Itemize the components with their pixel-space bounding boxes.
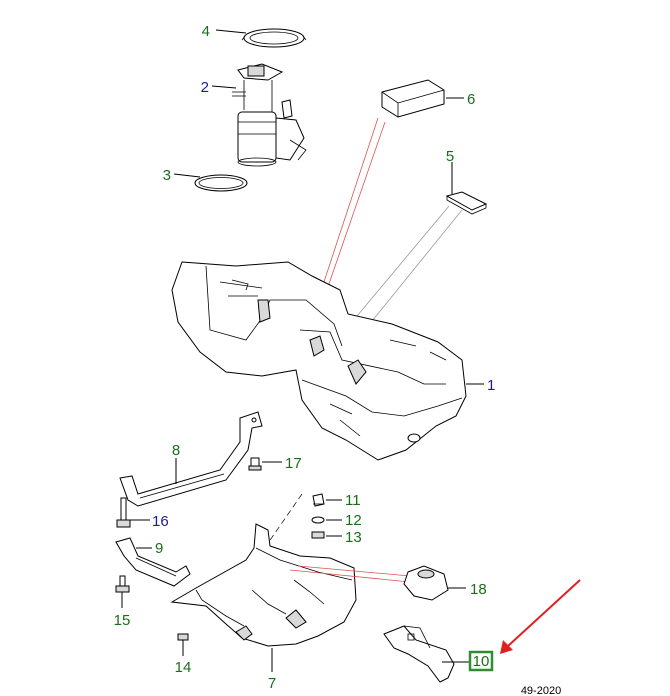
- callout-14: 14: [175, 659, 192, 676]
- part-17-bolt: [248, 457, 262, 471]
- part-15-bolt: [115, 575, 130, 593]
- callout-2: 2: [201, 79, 209, 96]
- callout-1: 1: [487, 377, 495, 394]
- part-6-module: [381, 79, 445, 118]
- callout-9: 9: [155, 540, 163, 557]
- part-4-gasket: [241, 28, 307, 48]
- part-11-nut: [312, 493, 325, 507]
- part-5-pad: [445, 191, 488, 215]
- callout-11: 11: [345, 492, 361, 509]
- callout-8: 8: [172, 442, 180, 459]
- callout-5: 5: [446, 148, 454, 165]
- callout-12: 12: [345, 512, 362, 529]
- part-16-bolt: [116, 497, 131, 528]
- part-12-washer: [311, 516, 325, 524]
- part-8-strap: [119, 411, 263, 507]
- callout-15: 15: [114, 612, 131, 629]
- part-18-pad: [403, 565, 449, 601]
- guide-line-dashed: [265, 493, 303, 547]
- part-13-nut: [311, 531, 325, 539]
- callout-18: 18: [470, 581, 487, 598]
- callout-10-highlight: 10: [468, 650, 494, 672]
- callout-17: 17: [285, 455, 302, 472]
- leader-lines: [121, 29, 484, 672]
- callout-6: 6: [467, 91, 475, 108]
- part-2-fuel-pump: [232, 63, 307, 167]
- callout-3: 3: [163, 167, 171, 184]
- guide-line-6: [317, 117, 386, 305]
- red-arrow-indicator: [500, 579, 581, 654]
- guide-line-18: [289, 565, 411, 583]
- callout-10: 10: [473, 653, 490, 670]
- part-10-bracket: [383, 625, 455, 683]
- part-14-bolt: [177, 633, 189, 641]
- callout-13: 13: [345, 529, 362, 546]
- guide-line-5: [351, 205, 463, 327]
- part-3-seal: [194, 174, 248, 192]
- highlight-box: [468, 650, 494, 672]
- callout-16: 16: [152, 513, 169, 530]
- reference-code: 49-2020: [521, 685, 561, 696]
- part-7-heat-shield: [170, 523, 357, 647]
- callout-4: 4: [202, 23, 210, 40]
- part-1-fuel-tank: [171, 261, 467, 461]
- part-9-bracket: [115, 537, 191, 587]
- callout-7: 7: [268, 675, 276, 692]
